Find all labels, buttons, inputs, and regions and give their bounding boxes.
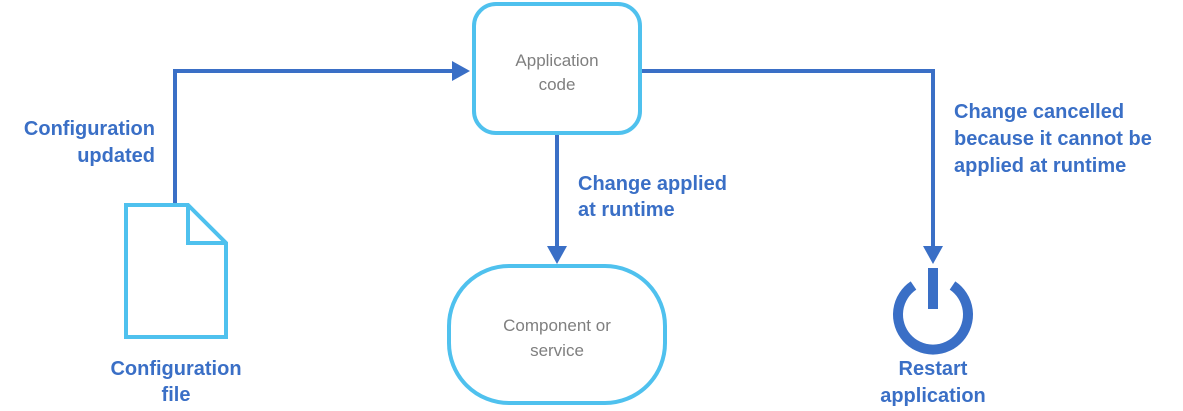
configuration-updated-label-line1: Configuration (24, 118, 155, 140)
arrow-application-to-restart (640, 69, 935, 246)
change-applied-label-line2: at runtime (578, 199, 675, 221)
arrowhead-to-component (547, 246, 567, 264)
power-icon (893, 268, 973, 355)
change-cancelled-label-line2: because it cannot be (954, 128, 1152, 150)
configuration-file-label-line2: file (162, 384, 191, 406)
change-cancelled-label-line3: applied at runtime (954, 155, 1126, 177)
restart-application-label-line2: application (880, 385, 986, 407)
configuration-file-label-line1: Configuration (110, 358, 241, 380)
document-icon (124, 203, 228, 339)
restart-application-label-line1: Restart (899, 358, 968, 380)
application-code-label-line1: Application (515, 51, 598, 70)
change-applied-label-line1: Change applied (578, 173, 727, 195)
arrow-file-to-application (173, 69, 452, 205)
component-service-node: Component or service (447, 264, 667, 405)
change-cancelled-label-line1: Change cancelled (954, 101, 1124, 123)
configuration-updated-label-line2: updated (77, 145, 155, 167)
arrowhead-to-restart (923, 246, 943, 264)
component-service-label-line2: service (530, 341, 584, 360)
component-service-label-line1: Component or (503, 316, 611, 335)
arrowhead-to-application (452, 61, 470, 81)
application-code-node: Application code (472, 2, 642, 135)
application-code-label-line2: code (539, 75, 576, 94)
